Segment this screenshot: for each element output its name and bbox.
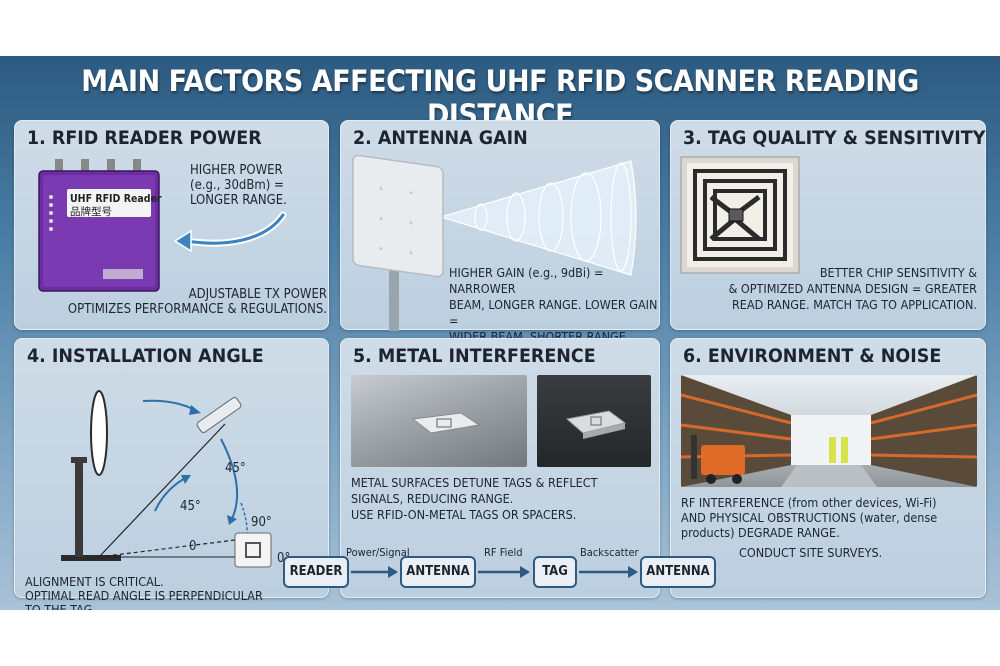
metal-surface-photo-large bbox=[351, 375, 527, 467]
mast bbox=[389, 261, 399, 331]
antenna-gain-illustration bbox=[352, 154, 637, 331]
panel-title: 3. TAG QUALITY & SENSITIVITY bbox=[683, 127, 986, 149]
panel-title: 4. INSTALLATION ANGLE bbox=[27, 345, 264, 367]
reader-label-line1: UHF RFID Reader bbox=[70, 193, 162, 205]
flow-label-power-signal: Power/Signal bbox=[346, 546, 410, 559]
panel-title: 6. ENVIRONMENT & NOISE bbox=[683, 345, 942, 367]
panel-metal-interference: 5. METAL INTERFERENCE METAL SURFACES DET… bbox=[340, 338, 660, 598]
rfid-inlay-illustration bbox=[680, 156, 800, 274]
panel-environment-noise: 6. ENVIRONMENT & NOISE RF INTERFE bbox=[670, 338, 986, 598]
reader-label-plate bbox=[67, 189, 151, 217]
panel-antenna-gain: 2. ANTENNA GAIN HIGHER GAIN (e.g., 9dBi)… bbox=[340, 120, 660, 344]
environment-caption: RF INTERFERENCE (from other devices, Wi-… bbox=[681, 495, 938, 540]
flow-node-antenna: ANTENNA bbox=[400, 556, 476, 588]
poster-title: MAIN FACTORS AFFECTING UHF RFID SCANNER … bbox=[81, 64, 919, 132]
installation-angle-caption: ALIGNMENT IS CRITICAL. OPTIMAL READ ANGL… bbox=[25, 574, 263, 611]
flow-node-reader: READER bbox=[283, 556, 349, 588]
callout-arrow bbox=[173, 211, 287, 253]
panel-tag-quality: 3. TAG QUALITY & SENSITIVITY BETTER CHIP… bbox=[670, 120, 986, 330]
metal-tag-photo-small bbox=[537, 375, 651, 467]
flow-label-rf-field: RF Field bbox=[484, 546, 523, 559]
site-survey-caption: CONDUCT SITE SURVEYS. bbox=[739, 545, 883, 560]
panel-title: 5. METAL INTERFERENCE bbox=[353, 345, 596, 367]
flow-node-tag: TAG bbox=[533, 556, 577, 588]
target-tag bbox=[234, 532, 272, 568]
warehouse-photo bbox=[681, 375, 977, 487]
panel-title: 2. ANTENNA GAIN bbox=[353, 127, 528, 149]
forklift bbox=[701, 445, 745, 475]
reader-power-caption: ADJUSTABLE TX POWER OPTIMIZES PERFORMANC… bbox=[67, 287, 327, 317]
panel-title: 1. RFID READER POWER bbox=[27, 127, 262, 149]
panel-reader-power: 1. RFID READER POWER UHF RFID Reader 品牌型… bbox=[14, 120, 329, 330]
flow-arrows bbox=[351, 566, 638, 578]
rfid-reader-illustration bbox=[38, 159, 160, 292]
angle-label-zero: 0 bbox=[189, 539, 197, 554]
panel-installation-angle: 4. INSTALLATION ANGLE 45° 45° 90° 0 0° A… bbox=[14, 338, 329, 610]
reader-label-line2: 品牌型号 bbox=[70, 206, 112, 218]
tag-quality-caption: BETTER CHIP SENSITIVITY & & OPTIMIZED AN… bbox=[728, 265, 977, 312]
reader-antenna-dish bbox=[90, 390, 108, 476]
poster: MAIN FACTORS AFFECTING UHF RFID SCANNER … bbox=[0, 56, 1000, 610]
panel-antenna bbox=[352, 154, 444, 278]
power-callout: HIGHER POWER (e.g., 30dBm) = LONGER RANG… bbox=[190, 163, 287, 208]
flow-node-antenna-return: ANTENNA bbox=[640, 556, 716, 588]
handheld-antenna bbox=[196, 396, 242, 434]
angle-label-top: 45° bbox=[225, 461, 246, 476]
flow-label-backscatter: Backscatter bbox=[580, 546, 639, 559]
metal-interference-caption: METAL SURFACES DETUNE TAGS & REFLECT SIG… bbox=[351, 475, 598, 522]
antenna-ports bbox=[55, 159, 141, 173]
status-leds bbox=[49, 195, 53, 231]
angle-label-mid: 45° bbox=[180, 499, 201, 514]
beam-lobe bbox=[438, 160, 637, 276]
mast-base bbox=[61, 555, 121, 561]
angle-diagram bbox=[61, 390, 272, 568]
chip bbox=[728, 208, 744, 222]
angle-label-right: 90° bbox=[251, 515, 272, 530]
